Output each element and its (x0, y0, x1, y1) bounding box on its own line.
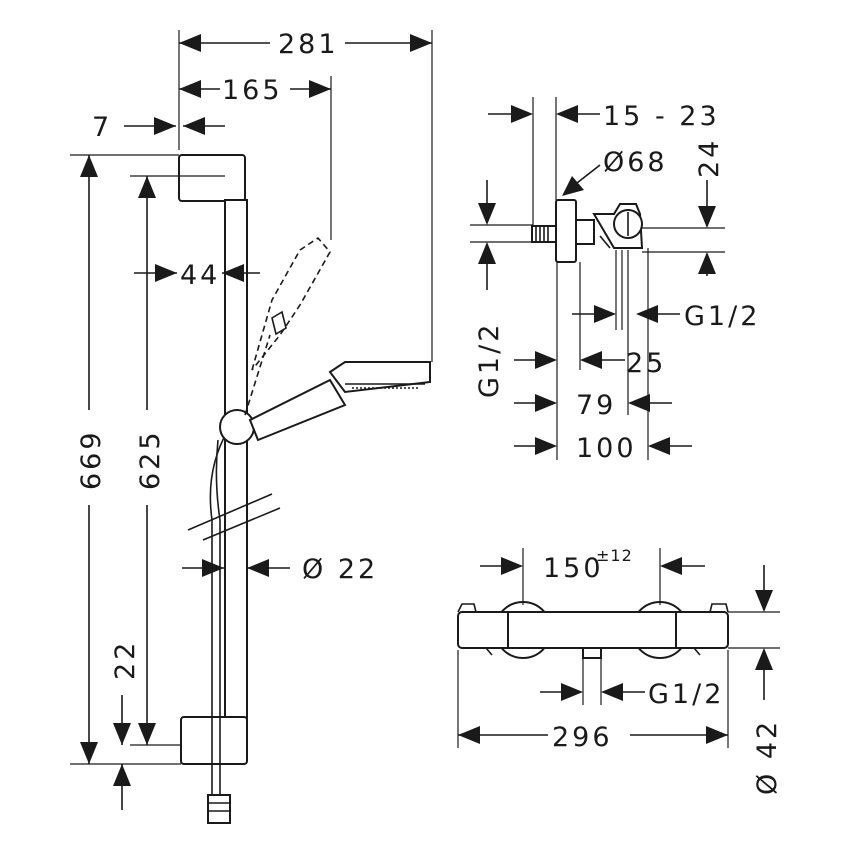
dim-165: 165 (222, 75, 283, 106)
dim-669: 669 (76, 429, 107, 490)
dim-22-bottom: 22 (110, 640, 141, 680)
dim-g12-vertical: G1/2 (474, 322, 505, 398)
dim-g12-outlet: G1/2 (684, 301, 760, 332)
dim-diameter-68: Ø68 (603, 147, 668, 178)
thermostat-outlet (582, 647, 602, 659)
escutcheon (555, 199, 577, 263)
dim-diameter-22: Ø 22 (302, 554, 378, 585)
dim-281: 281 (278, 29, 339, 60)
dim-150-tolerance: ±12 (596, 546, 633, 565)
break-mark-bottom (202, 507, 281, 541)
thermostat-side-view: 15 - 23 Ø68 24 G1/2 G1/2 (470, 97, 760, 464)
top-wall-bracket (178, 154, 246, 202)
dim-24: 24 (694, 138, 725, 178)
dim-diameter-42: Ø 42 (752, 719, 783, 795)
dim-25: 25 (626, 348, 666, 379)
shower-hose (209, 429, 229, 795)
handshower-slider (219, 409, 255, 445)
dim-625: 625 (135, 429, 166, 490)
dim-296: 296 (552, 722, 613, 753)
handshower-handle (248, 378, 347, 442)
bottom-wall-bracket (180, 716, 248, 765)
dim-g12-front: G1/2 (648, 679, 724, 710)
thermostat-center (507, 611, 677, 649)
dim-150: 150 (543, 553, 604, 584)
dim-79: 79 (576, 390, 616, 421)
break-mark-top (187, 493, 273, 531)
thermostat-front-view: 150 ±12 G1/2 296 Ø 42 (457, 546, 783, 795)
connector-nut (575, 219, 595, 245)
dim-7: 7 (92, 112, 112, 143)
dim-100: 100 (576, 433, 637, 464)
hose-connector (207, 794, 231, 824)
handshower-tilted (251, 236, 331, 371)
dim-15-23: 15 - 23 (603, 101, 720, 132)
dim-44: 44 (180, 260, 220, 291)
shower-bar-assembly: 281 165 7 44 669 625 (70, 29, 433, 824)
